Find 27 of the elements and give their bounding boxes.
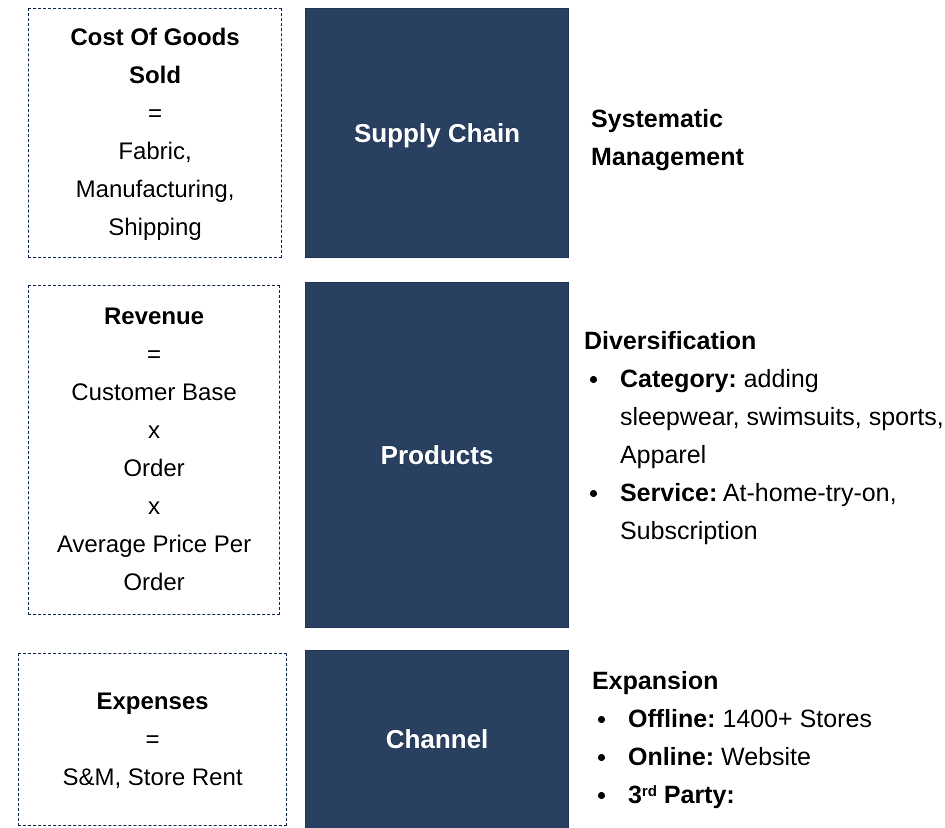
formula-box [18, 653, 287, 826]
section-heading: Diversification [584, 326, 758, 357]
category-box: Products [305, 282, 569, 628]
formula-heading: Expenses [96, 686, 209, 716]
formula-text: Fabric, Manufacturing, Shipping [74, 137, 236, 243]
bullet-text: Online: Website [628, 742, 811, 773]
formula-text: x [148, 416, 160, 446]
formula-text: Order [123, 454, 185, 484]
category-box: Channel [305, 650, 569, 828]
formula-box [28, 8, 282, 258]
bullet-text: Offline: 1400+ Stores [628, 704, 872, 735]
formula-text: S&M, Store Rent [62, 762, 243, 792]
formula-text: Average Price Per Order [56, 530, 252, 598]
category-box: Supply Chain [305, 8, 569, 258]
formula-text: = [148, 99, 162, 129]
bullet-text: Service: At-home-try-on, Subscription [620, 478, 898, 547]
formula-box [28, 285, 280, 615]
bullet-text: 3$^{rd}$ Party: [628, 780, 735, 811]
formula-heading: Cost Of Goods Sold [69, 23, 241, 91]
formula-heading: Revenue [104, 302, 204, 332]
formula-text: = [146, 340, 161, 370]
section-heading: Expansion [592, 666, 720, 697]
formula-text: = [145, 724, 160, 754]
formula-text: x [148, 492, 160, 522]
section-heading: Systematic Management [591, 104, 745, 173]
formula-text: Customer Base [71, 378, 237, 408]
bullet-text: Category: adding sleepwear, swimsuits, sports, Apparel [620, 364, 944, 471]
